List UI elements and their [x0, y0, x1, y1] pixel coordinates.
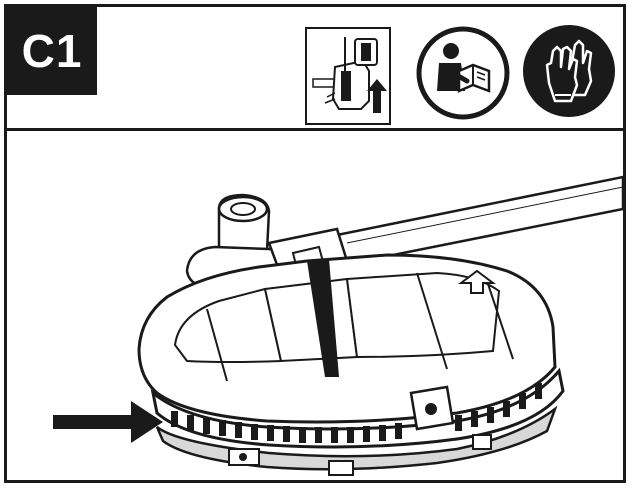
trimmer-guard-illustration	[7, 131, 625, 480]
pointer-arrow	[53, 401, 163, 443]
wear-gloves-icon	[519, 21, 619, 126]
read-manual-icon	[415, 25, 511, 126]
panel-header: C1	[7, 7, 623, 131]
step-label: C1	[21, 25, 83, 77]
instruction-panel: C1	[4, 4, 626, 483]
trimmer-head-detail-icon	[305, 27, 391, 130]
trimmer-shaft	[335, 175, 625, 267]
guard-teeth	[171, 383, 542, 443]
step-badge: C1	[7, 7, 97, 95]
